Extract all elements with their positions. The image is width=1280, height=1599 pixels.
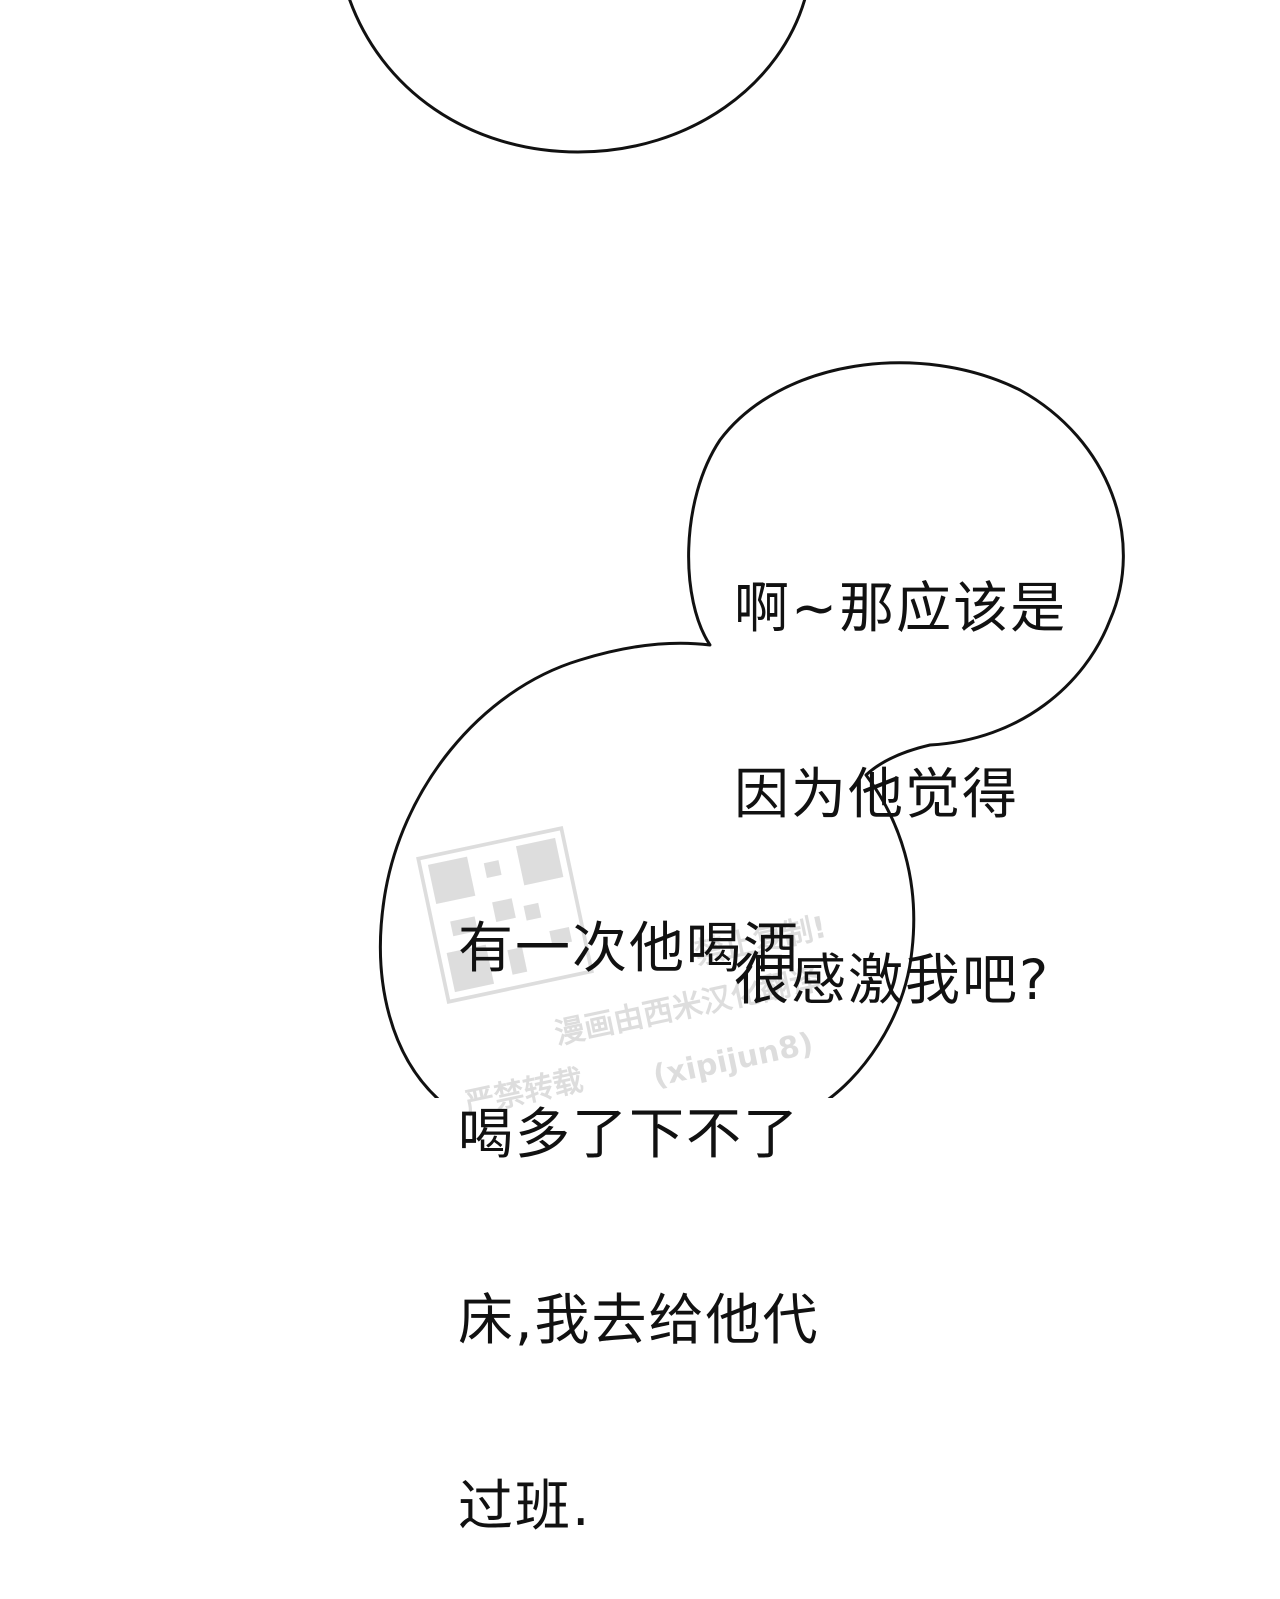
speech-bubble-double <box>378 361 1125 1098</box>
speech-bubble-text-2: 有一次他喝酒 喝多了下不了 床,我去给他代 过班. <box>458 793 819 1599</box>
dialogue-line: 啊~那应该是 <box>734 576 1068 640</box>
speech-bubble-top-partial <box>348 0 807 154</box>
dialogue-line: 有一次他喝酒 <box>458 916 801 980</box>
dialogue-line: 因为他觉得 <box>734 762 1020 826</box>
dialogue-line: 很感激我吧? <box>734 948 1051 1012</box>
dialogue-line: 喝多了下不了 <box>458 1102 801 1166</box>
dialogue-line: 过班. <box>458 1474 592 1538</box>
speech-bubble-text-1: 啊~那应该是 因为他觉得 很感激我吧? <box>734 453 1067 1073</box>
dialogue-line: 床,我去给他代 <box>458 1288 820 1352</box>
comic-panel <box>348 0 1125 1098</box>
